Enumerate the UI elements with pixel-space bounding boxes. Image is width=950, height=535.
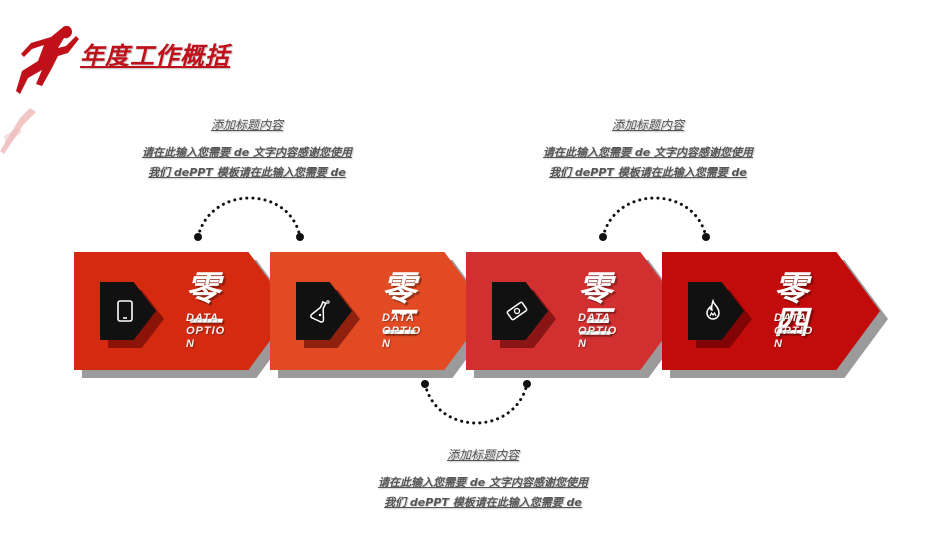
arc-top-left (196, 196, 302, 239)
flask-icon (310, 300, 330, 323)
step-numeral: 零二 (382, 269, 416, 343)
info-line: 请在此输入您需要 de 文字内容感谢您使用 (142, 146, 352, 159)
step-label: DATA OPTION (578, 312, 618, 350)
arc-dot (194, 233, 202, 241)
info-line: 请在此输入您需要 de 文字内容感谢您使用 (378, 476, 588, 489)
arc-dot (599, 233, 607, 241)
arc-dot (296, 233, 304, 241)
info-title: 添加标题内容 (210, 118, 283, 132)
arc-dot (523, 380, 531, 388)
arc-dot (421, 380, 429, 388)
page-title: 年度工作概括 (80, 42, 230, 70)
info-line: 我们 dePPT 模板请在此输入您需要 de (148, 166, 346, 179)
tablet-icon (117, 300, 133, 322)
step-label: DATA OPTION (382, 312, 422, 350)
fire-icon (706, 299, 720, 320)
step-chevron-1: 零一 DATA OPTION (74, 252, 300, 378)
arc-dot (702, 233, 710, 241)
step-chevron-4: 零四 DATA OPTION (662, 252, 888, 378)
info-line: 请在此输入您需要 de 文字内容感谢您使用 (543, 146, 753, 159)
step-label: DATA OPTION (774, 312, 814, 350)
step-numeral: 零一 (186, 269, 220, 343)
info-block-bottom: 添加标题内容 请在此输入您需要 de 文字内容感谢您使用 我们 dePPT 模板… (363, 446, 603, 513)
money-icon (506, 301, 528, 321)
step-numeral: 零四 (774, 269, 808, 343)
step-numeral: 零三 (578, 269, 612, 343)
runner-logo-icon (0, 25, 79, 154)
arc-bottom (423, 382, 529, 425)
info-block-top-right: 添加标题内容 请在此输入您需要 de 文字内容感谢您使用 我们 dePPT 模板… (528, 116, 768, 183)
info-line: 我们 dePPT 模板请在此输入您需要 de (384, 496, 582, 509)
arc-top-right (601, 196, 708, 239)
step-chevron-3: 零三 DATA OPTION (466, 252, 692, 378)
info-block-top-left: 添加标题内容 请在此输入您需要 de 文字内容感谢您使用 我们 dePPT 模板… (127, 116, 367, 183)
info-title: 添加标题内容 (446, 448, 519, 462)
info-line: 我们 dePPT 模板请在此输入您需要 de (549, 166, 747, 179)
step-label: DATA OPTION (186, 312, 226, 350)
info-title: 添加标题内容 (611, 118, 684, 132)
step-chevron-2: 零二 DATA OPTION (270, 252, 496, 378)
